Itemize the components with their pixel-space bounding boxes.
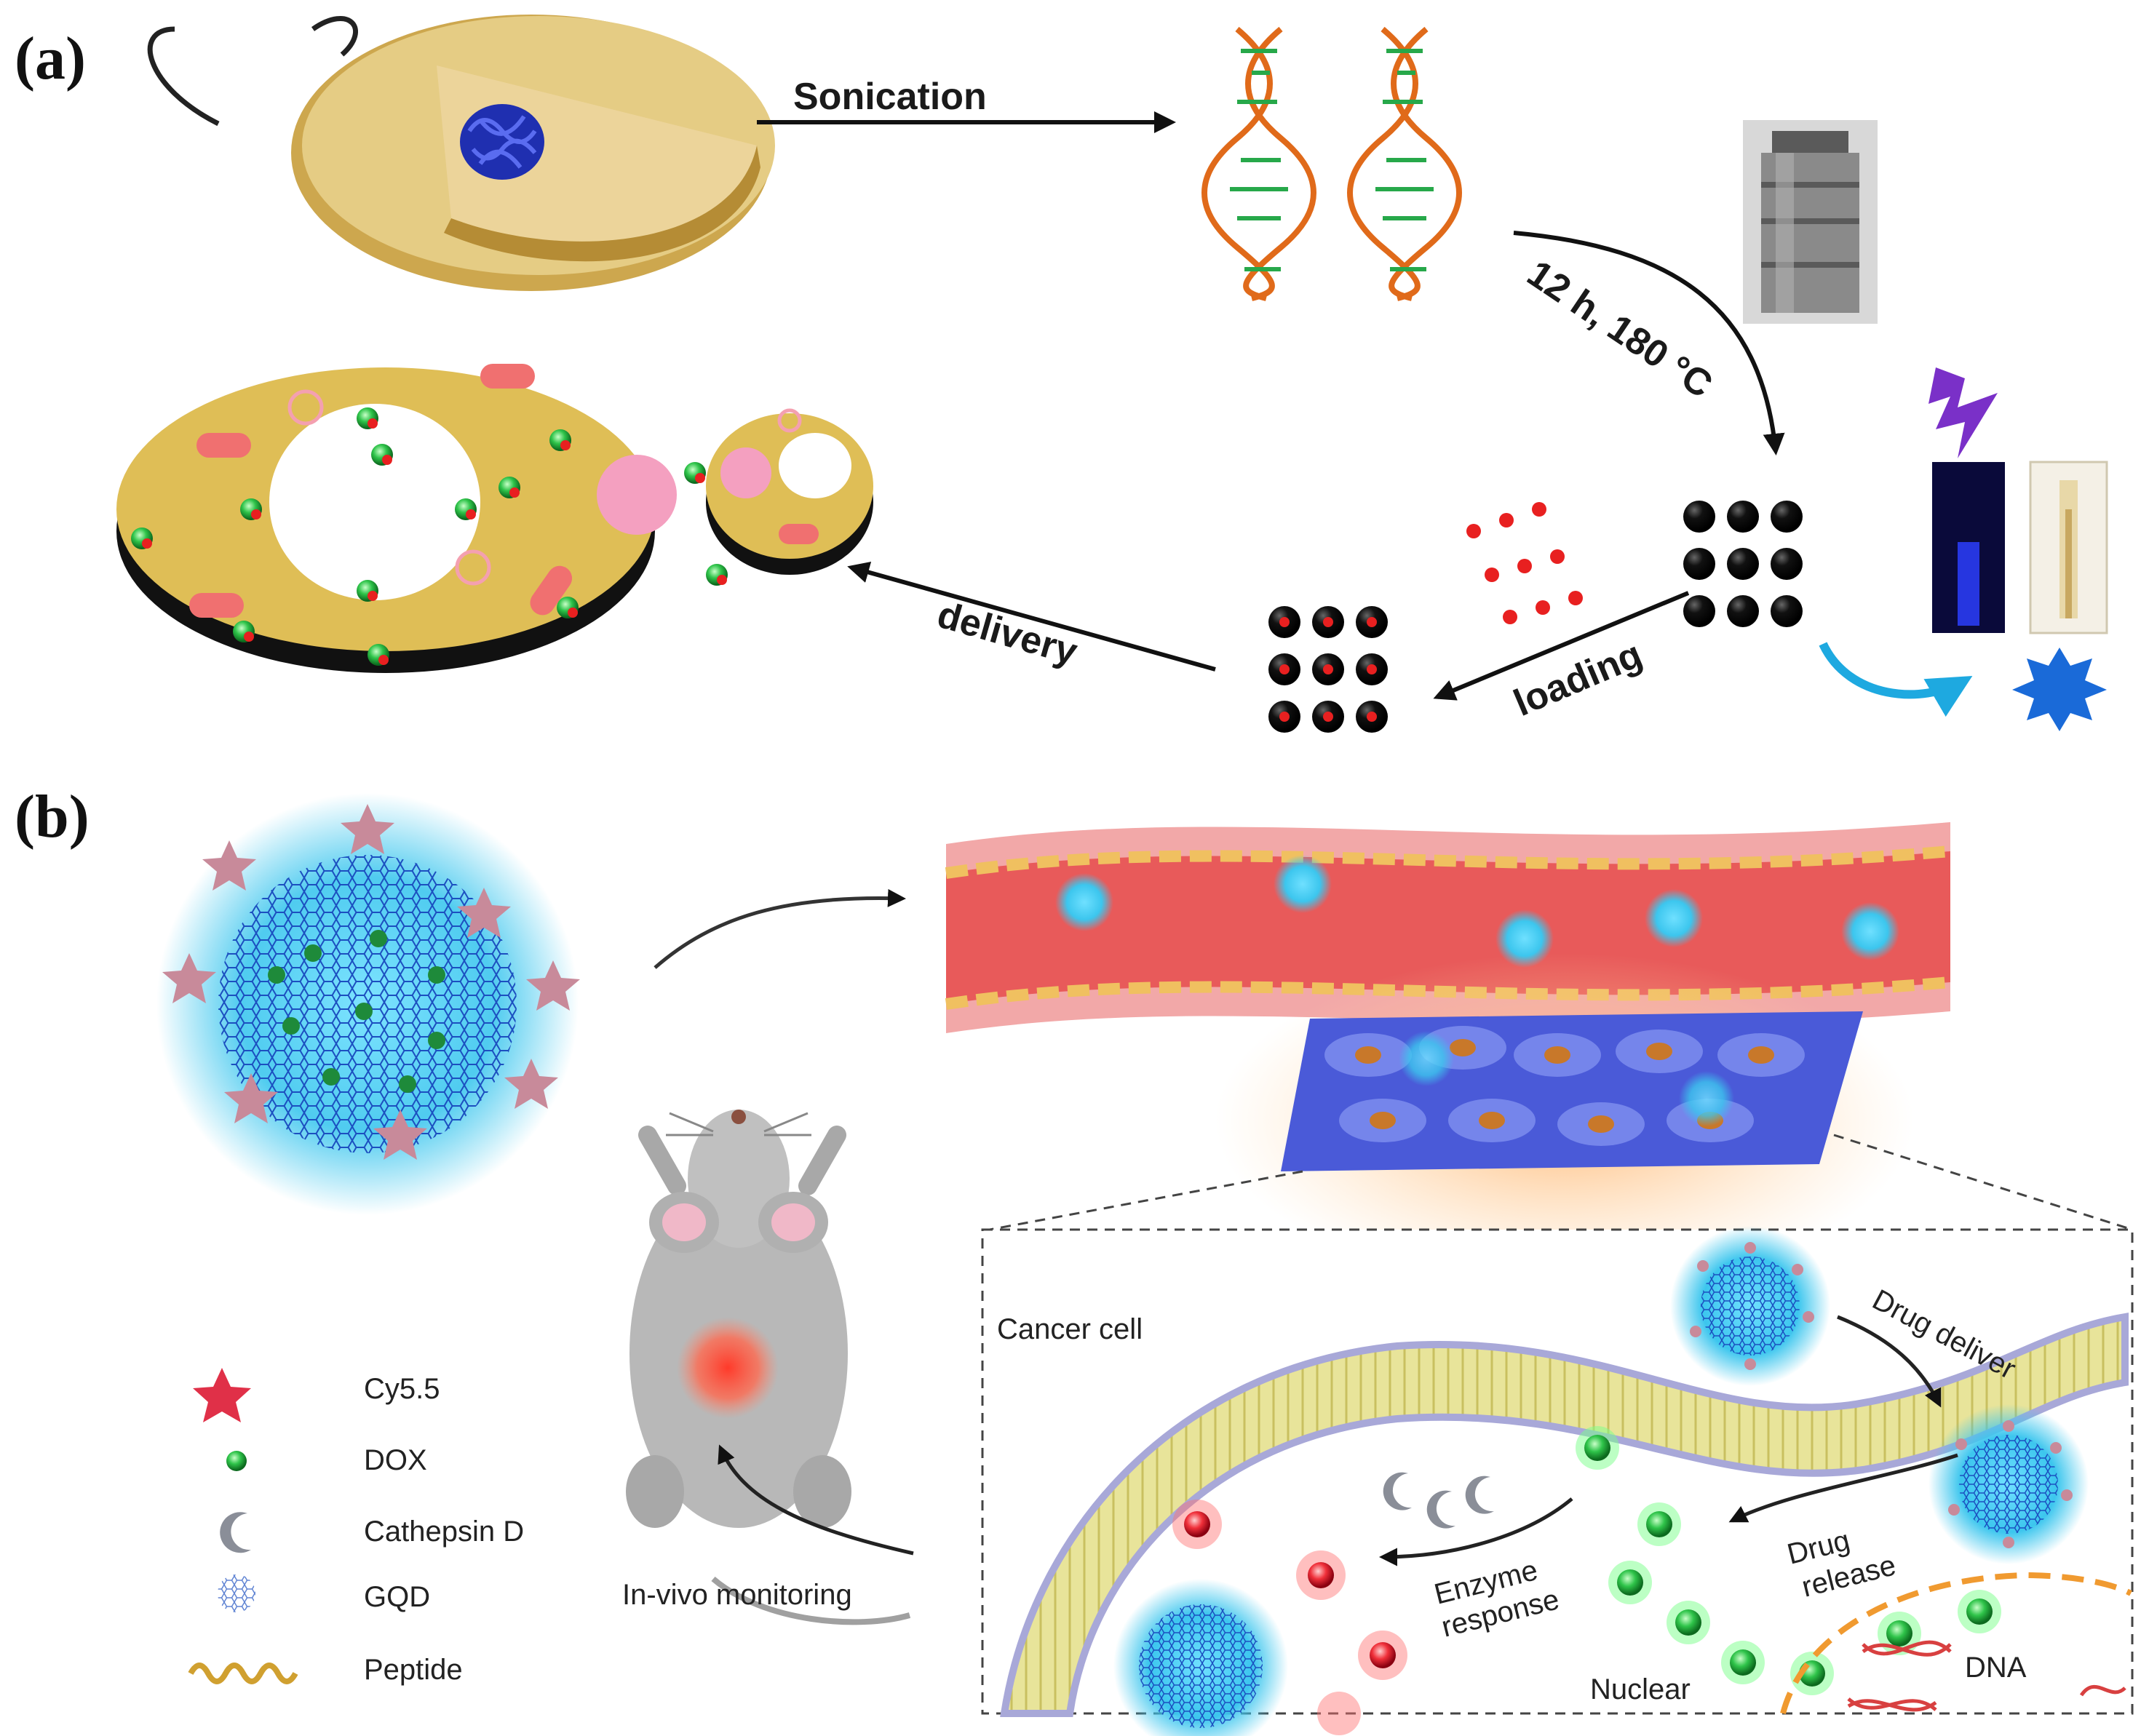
green-dot-icon xyxy=(226,1451,247,1471)
cy55-released-dots xyxy=(1172,1500,1407,1735)
gqd-nanoparticle xyxy=(156,793,580,1215)
tumor-tissue xyxy=(1215,953,1914,1288)
loading-arrow xyxy=(1433,591,1690,701)
loading-label: loading xyxy=(1508,633,1648,725)
mouse-icon xyxy=(626,1110,911,1625)
nuclear-label: Nuclear xyxy=(1590,1673,1691,1705)
carbon-dots xyxy=(1683,501,1803,627)
legend-label-gqd: GQD xyxy=(364,1581,430,1613)
gqd-outside-cell xyxy=(1670,1226,1830,1386)
enzyme-response-arrow xyxy=(1379,1497,1573,1566)
nucleus-boundary xyxy=(1780,1572,2132,1715)
bacterium-cell xyxy=(147,15,775,291)
yeast-cell xyxy=(116,364,873,673)
dox-released-dots xyxy=(1576,1426,2001,1695)
drug-deliver-arrow xyxy=(1837,1315,1942,1408)
lattice-disc-icon xyxy=(218,1574,255,1612)
star-icon xyxy=(193,1368,251,1422)
legend-label-cy55: Cy5.5 xyxy=(364,1373,440,1405)
delivery-arrow xyxy=(847,562,1216,672)
cancer-cell-inset: Cancer cell Drug deliver Drug release xyxy=(981,1226,2134,1736)
gqd-inside-cell xyxy=(1928,1404,2089,1564)
dna-coil-icon xyxy=(460,104,544,180)
starburst-icon xyxy=(2012,648,2107,731)
drug-release-arrow xyxy=(1728,1453,1958,1523)
loaded-dot-markers xyxy=(131,407,728,666)
delivery-label: delivery xyxy=(933,594,1082,674)
legend-label-cathepsin: Cathepsin D xyxy=(364,1516,524,1548)
crescent-icon xyxy=(220,1512,251,1553)
cathepsin-markers xyxy=(1383,1472,1494,1529)
cancer-cell-label: Cancer cell xyxy=(997,1313,1143,1345)
in-vivo-arrow xyxy=(718,1444,914,1556)
legend: Cy5.5 DOX Cathepsin D GQD Peptide xyxy=(188,1368,524,1686)
injection-arrow xyxy=(654,888,906,969)
drug-molecules xyxy=(1466,502,1583,624)
daylight-cuvette-image xyxy=(2029,461,2108,634)
dna-label: DNA xyxy=(1965,1652,2027,1684)
in-vivo-label: In-vivo monitoring xyxy=(622,1579,852,1611)
zoom-line-left xyxy=(989,1170,1303,1231)
emission-arrow xyxy=(1819,642,1973,717)
cell-membrane xyxy=(1000,1313,2129,1717)
dna-helix-icon xyxy=(1201,26,1462,301)
autoclave-image xyxy=(1743,120,1878,324)
gqd-after-release xyxy=(1113,1579,1288,1736)
legend-label-dox: DOX xyxy=(364,1444,427,1476)
nuclear-dna-icon xyxy=(1847,1640,2126,1712)
wave-icon xyxy=(188,1663,298,1684)
cy55-star-markers xyxy=(162,804,580,1160)
sonication-label: Sonication xyxy=(793,76,987,118)
loaded-carbon-dots xyxy=(1268,606,1388,733)
fluorescence-cuvette-image xyxy=(1932,462,2005,633)
hydrothermal-label: 12 h, 180 °C xyxy=(1520,252,1720,407)
panel-a-label: (a) xyxy=(15,25,86,92)
lightning-icon xyxy=(1928,367,1998,458)
panel-b-label: (b) xyxy=(15,783,90,851)
legend-label-peptide: Peptide xyxy=(364,1654,463,1686)
hydrothermal-arrow xyxy=(1513,231,1785,455)
